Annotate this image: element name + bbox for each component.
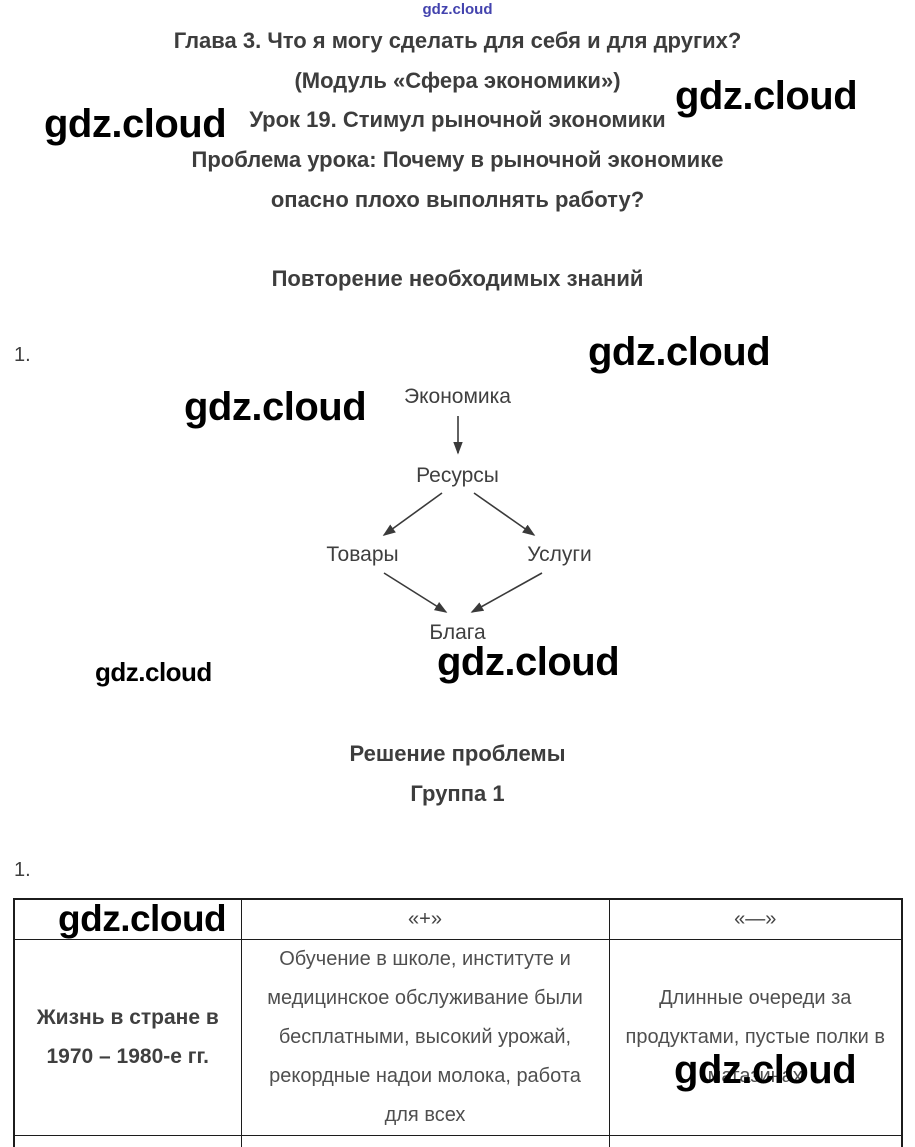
table-header-row: «+» «—» <box>13 898 903 940</box>
repetition-heading: Повторение необходимых знаний <box>271 266 644 291</box>
table-row-cutoff <box>13 1134 903 1147</box>
node-economics: Экономика <box>404 385 511 408</box>
problem-line-2: опасно плохо выполнять работу? <box>270 187 645 212</box>
node-services: Услуги <box>527 543 592 566</box>
watermark: gdz.cloud <box>675 74 858 118</box>
diagram-arrows <box>382 416 542 613</box>
watermark: gdz.cloud <box>422 1 493 18</box>
watermark: gdz.cloud <box>184 385 367 429</box>
group-heading: Группа 1 <box>410 781 505 806</box>
node-goods: Товары <box>326 543 399 566</box>
node-resources: Ресурсы <box>416 464 499 487</box>
item-number-1: 1. <box>14 344 31 366</box>
comparison-table: «+» «—» Жизнь в стране в 1970 – 1980-е г… <box>13 898 903 1147</box>
watermark: gdz.cloud <box>95 657 212 687</box>
chapter-title: Глава 3. Что я могу сделать для себя и д… <box>173 28 742 53</box>
lesson-title: Урок 19. Стимул рыночной экономики <box>249 107 666 132</box>
watermark: gdz.cloud <box>674 1048 857 1092</box>
row-label-cell: Жизнь в стране в 1970 – 1980-е гг. <box>13 938 242 1136</box>
table-header-plus: «+» <box>240 898 610 940</box>
watermark: gdz.cloud <box>588 330 771 374</box>
item-number-2: 1. <box>14 859 31 881</box>
plus-cell: Обучение в школе, институте и медицинско… <box>240 938 610 1136</box>
empty-cell <box>240 1134 610 1147</box>
economics-diagram: Экономика Ресурсы Товары Услуги Блага <box>158 383 758 663</box>
watermark: gdz.cloud <box>44 102 227 146</box>
module-subtitle: (Модуль «Сфера экономики») <box>294 68 621 93</box>
solution-heading: Решение проблемы <box>349 741 566 766</box>
table-header-minus: «—» <box>608 898 903 940</box>
watermark: gdz.cloud <box>437 640 620 684</box>
watermark: gdz.cloud <box>58 898 227 939</box>
empty-cell <box>13 1134 242 1147</box>
empty-cell <box>608 1134 903 1147</box>
node-benefits: Блага <box>429 621 486 644</box>
table-row: Жизнь в стране в 1970 – 1980-е гг. Обуче… <box>13 938 903 1136</box>
minus-cell: Длинные очереди за продуктами, пустые по… <box>608 938 903 1136</box>
problem-line-1: Проблема урока: Почему в рыночной эконом… <box>191 147 724 172</box>
